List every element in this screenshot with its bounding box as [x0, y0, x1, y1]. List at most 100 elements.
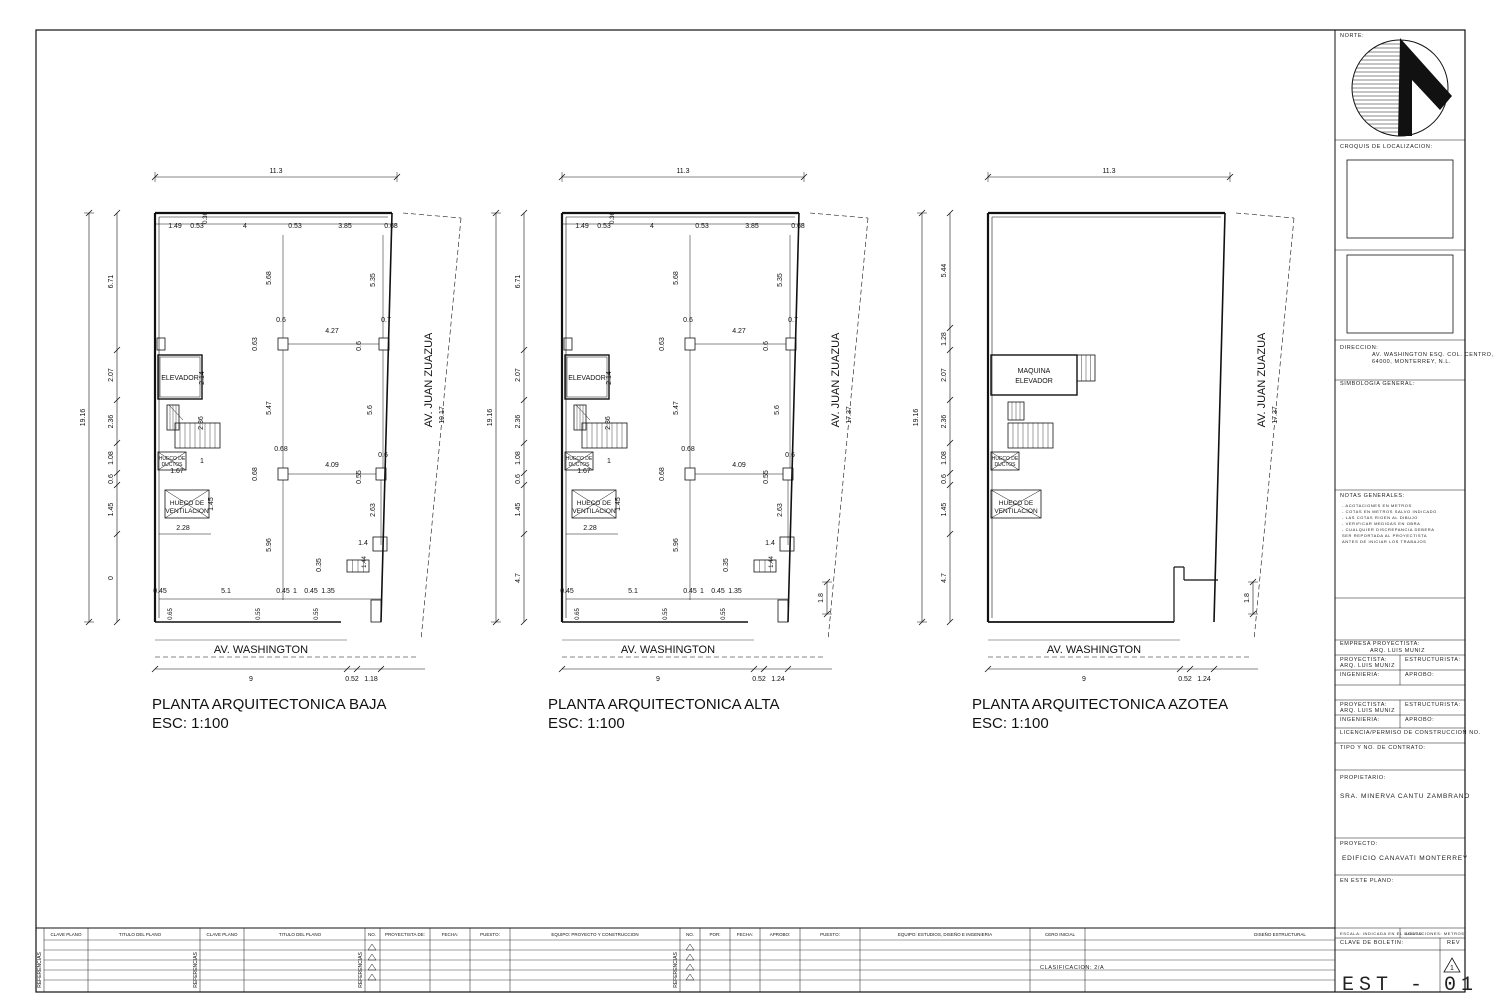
dimension-tick [520, 481, 528, 489]
dimension-label: 0.55 [721, 608, 727, 620]
dimension-label: 0.68 [791, 223, 805, 230]
dimension-tick [151, 665, 159, 673]
property-line [420, 217, 462, 641]
dimension-tick [113, 396, 121, 404]
cross-line [564, 451, 594, 471]
dimension-label: 1.45 [208, 497, 215, 511]
dimension-label: 0.63 [252, 337, 259, 351]
dimension-tick [353, 665, 361, 673]
dimension-label: 6.71 [108, 275, 115, 289]
dimension-label: 0.65 [575, 608, 581, 620]
ventilation-label: VENTILACION [165, 508, 209, 515]
dimension-label: 0.35 [723, 558, 730, 572]
dimension-label: 1.08 [108, 451, 115, 465]
dimension-label: 0.52 [1178, 676, 1192, 683]
dimension-label: 5.1 [628, 588, 638, 595]
dimension-label: 1.45 [615, 497, 622, 511]
dimension-label: 1.35 [728, 588, 742, 595]
dimension-label: 1.45 [108, 503, 115, 517]
ventilation-shaft [571, 489, 617, 519]
dimension-label: 2.28 [583, 525, 597, 532]
dimension-tick [946, 481, 954, 489]
dimension-tick [113, 469, 121, 477]
machine-label-2: ELEVADOR [1015, 378, 1053, 385]
dimension-label: 0.52 [345, 676, 359, 683]
dimension-label: 0.55 [314, 608, 320, 620]
tb-notas-line: - CUALQUIER DISCREPANCIA DEBERA [1342, 527, 1435, 532]
dimension-label: 1 [700, 588, 704, 595]
duct-label: HUECO DE [566, 456, 593, 462]
dimension-label: 2.07 [515, 368, 522, 382]
tb-propietario-value: SRA. MINERVA CANTU ZAMBRANO [1340, 793, 1471, 800]
tb-clave-label: CLAVE DE BOLETIN: [1340, 940, 1404, 946]
column [378, 337, 390, 351]
dimension-label: 0.53 [190, 223, 204, 230]
dimension-tick [113, 530, 121, 538]
ventilation-shaft [164, 489, 210, 519]
dimension-label: 9 [1082, 676, 1086, 683]
dimension-label: 4.09 [325, 462, 339, 469]
elevator-shaft [157, 354, 203, 400]
strip-rev-triangle-icon [685, 943, 695, 951]
dimension-tick [520, 396, 528, 404]
dimension-label: 4 [243, 223, 247, 230]
dimension-tick [558, 665, 566, 673]
dimension-label: 0.36 [610, 212, 616, 224]
street-name-bottom: AV. WASHINGTON [621, 644, 715, 656]
plan-scale-alta: ESC: 1:100 [548, 715, 625, 732]
dimension-label: 5.35 [777, 273, 784, 287]
strip-rev-triangle-icon [685, 963, 695, 971]
dimension-tick [946, 469, 954, 477]
column [156, 337, 166, 351]
dimension-tick [984, 665, 992, 673]
property-line [809, 212, 869, 219]
dimension-label: 0.45 [276, 588, 290, 595]
tb-escala: ESCALA: INDICADA EN EL DIBUJO [1340, 931, 1423, 936]
dimension-label: 0.6 [515, 474, 522, 484]
dimension-label: 1.44 [362, 556, 368, 568]
dimension-label: 1.08 [941, 451, 948, 465]
tb-croquis: CROQUIS DE LOCALIZACION: [1340, 144, 1433, 150]
dimension-label: 0.68 [384, 223, 398, 230]
dimension-tick [520, 346, 528, 354]
dimension-tick [113, 209, 121, 217]
dimension-tick [946, 346, 954, 354]
dimension-label: 5.68 [266, 271, 273, 285]
tb-estructurista: ESTRUCTURISTA: [1405, 657, 1461, 663]
sheet-border [35, 29, 1466, 993]
dimension-label: 1 [200, 458, 204, 465]
dimension-label: 0.55 [256, 608, 262, 620]
strip-rev-triangle-icon [367, 953, 377, 961]
column [563, 337, 573, 351]
dimension-tick [946, 209, 954, 217]
dimension-label: 0.55 [663, 608, 669, 620]
dimension-label: 4 [650, 223, 654, 230]
dimension-tick [946, 439, 954, 447]
property-line [1253, 217, 1295, 641]
tb-proyectista2-value: ARQ. LUIS MUÑIZ [1340, 708, 1396, 714]
tb-simbologia: SIMBOLOGIA GENERAL: [1340, 381, 1415, 387]
tb-notas-line: - LAS COTAS RIGEN AL DIBUJO [1342, 515, 1418, 520]
street-name-side: AV. JUAN ZUAZUA [423, 332, 435, 427]
dimension-label: 4.09 [732, 462, 746, 469]
tb-tipo: TIPO Y NO. DE CONTRATO: [1340, 745, 1426, 751]
dimension-label: 4.27 [325, 328, 339, 335]
dimension-label: 4.7 [515, 573, 522, 583]
strip-rev-triangle-icon [367, 943, 377, 951]
dimension-label: 4.7 [941, 573, 948, 583]
dimension-label: 5.1 [221, 588, 231, 595]
column [277, 337, 289, 351]
side-length-label: 17.37 [846, 406, 853, 424]
dimension-tick [760, 665, 768, 673]
strip-header: NO. [368, 932, 376, 937]
dimension-label: 1.18 [364, 676, 378, 683]
dimension-label: 0.68 [659, 467, 666, 481]
dimension-label: 0.53 [597, 223, 611, 230]
dimension-label: 0.45 [153, 588, 167, 595]
tb-en-este-plano: EN ESTE PLANO: [1340, 878, 1394, 884]
strip-header: TITULO DEL PLANO [119, 932, 162, 937]
side-length-label: 19.17 [439, 406, 446, 424]
strip-header: PROYECTISTA DE: [385, 932, 425, 937]
dimension-label: 11.3 [269, 168, 282, 175]
strip-header: APROBO: [770, 932, 791, 937]
